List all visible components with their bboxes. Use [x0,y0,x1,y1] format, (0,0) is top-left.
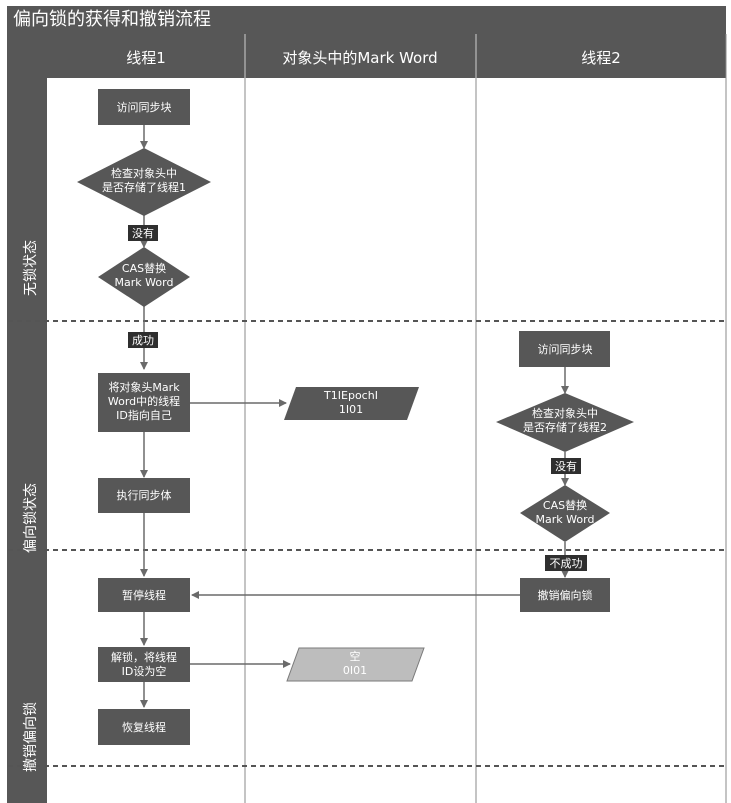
node-t1-resume-label: 恢复线程 [122,720,166,734]
node-mark-word-biased [284,387,419,420]
lane-header-strip [7,34,47,803]
node-t1-pause-label: 暂停线程 [122,588,166,602]
lane-label-biased: 偏向锁状态 [23,483,39,553]
edge-label-bg [551,458,581,474]
node-t2-access-label: 访问同步块 [538,343,593,356]
edge-label-bg [545,555,587,571]
node-t1-cas-replace [98,247,190,307]
node-t1-pause-thread [98,578,190,612]
column-label-thread2: 线程2 [581,49,621,67]
node-t1-access-label: 访问同步块 [117,101,172,114]
diagram-title: 偏向锁的获得和撤销流程 [7,6,726,34]
lane-label-unlocked: 无锁状态 [23,240,39,296]
node-mark-word-empty [286,647,425,682]
node-t2-revoke-bias [520,578,610,612]
column-label-mark-word: 对象头中的Mark Word [282,49,437,67]
node-t1-unlock [98,647,190,682]
edge-label-t1-success: 成功 [132,334,154,347]
node-t2-check-header [496,393,634,452]
node-t1-resume-thread [98,709,190,745]
column-label-thread1: 线程1 [126,49,166,67]
edge-label-t2-no: 没有 [555,459,577,473]
node-t2-revoke-label: 撤销偏向锁 [538,588,593,602]
edge-label-bg [128,332,158,348]
node-t1-set-thread-id [98,373,190,432]
node-t1-access-sync-block [98,89,190,125]
node-t2-access-sync-block [519,331,610,367]
node-t2-check-label: 检查对象头中是否存储了线程2 [523,406,607,434]
edge-label-t1-no: 没有 [132,226,154,240]
node-t1-exec-sync-body [98,478,190,513]
node-t1-exec-label: 执行同步体 [117,488,172,502]
edge-label-bg [128,225,158,241]
node-t1-check-header [77,148,211,216]
lane-label-revoke: 撤销偏向锁 [23,702,39,772]
column-header-strip [47,34,726,78]
node-t2-cas-replace [520,485,610,542]
node-t1-check-label: 检查对象头中是否存储了线程1 [102,166,186,194]
edge-label-t2-fail: 不成功 [550,557,583,570]
